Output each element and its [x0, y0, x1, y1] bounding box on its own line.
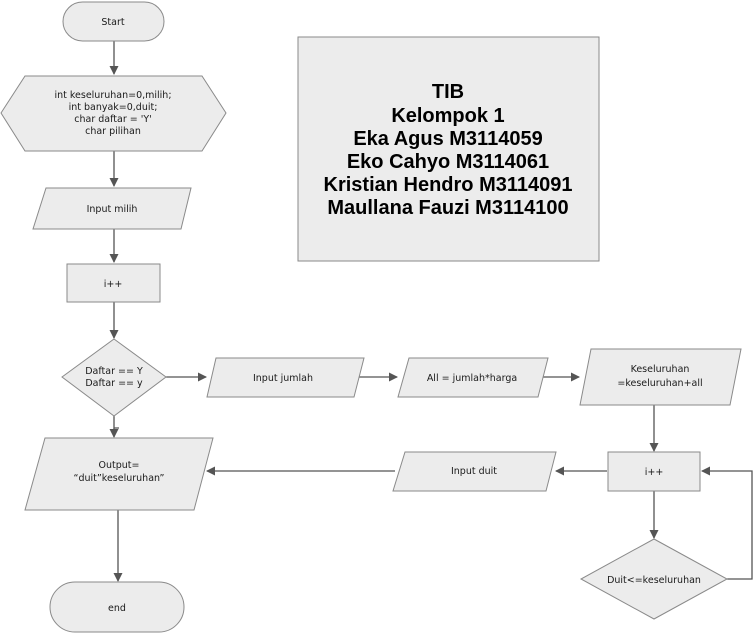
update-total-line-2: =keseluruhan+all — [617, 378, 702, 389]
info-line-1: TIB — [432, 81, 464, 103]
edges — [109, 41, 753, 582]
end-label: end — [108, 603, 126, 614]
update-total-line-1: Keseluruhan — [631, 364, 690, 375]
info-line-5: Kristian Hendro M3114091 — [324, 174, 573, 196]
start-terminal: Start — [62, 1, 165, 42]
init-line-1: int keseluruhan=0,milih; — [54, 90, 171, 101]
update-total-io: Keseluruhan =keseluruhan+all — [579, 348, 742, 406]
edge-decision-output — [113, 416, 119, 429]
init-line-4: char pilihan — [85, 126, 141, 137]
increment-process-2: i++ — [607, 451, 701, 492]
info-line-3: Eka Agus M3114059 — [353, 128, 542, 150]
init-line-3: char daftar = 'Y' — [74, 114, 152, 125]
decision-duit: Duit<=keseluruhan — [579, 538, 729, 620]
input-jumlah-io: Input jumlah — [206, 357, 365, 398]
input-milih-io: Input milih — [32, 187, 192, 230]
increment-2-label: i++ — [645, 467, 664, 478]
decision-daftar-line-1: Daftar == Y — [85, 366, 143, 377]
decision-daftar: Daftar == Y Daftar == y — [61, 338, 167, 417]
output-line-2: “duit”keseluruhan” — [74, 473, 165, 484]
input-jumlah-label: Input jumlah — [253, 373, 313, 384]
increment-process-1: i++ — [66, 263, 161, 303]
calc-all-io: All = jumlah*harga — [397, 357, 549, 398]
calc-all-label: All = jumlah*harga — [427, 373, 517, 384]
decision-daftar-line-2: Daftar == y — [85, 378, 143, 389]
input-milih-label: Input milih — [87, 204, 138, 215]
info-line-4: Eko Cahyo M3114061 — [347, 151, 549, 173]
output-line-1: Output= — [99, 460, 140, 471]
start-label: Start — [101, 17, 124, 28]
input-duit-io: Input duit — [392, 451, 557, 492]
decision-duit-label: Duit<=keseluruhan — [607, 575, 701, 586]
init-line-2: int banyak=0,duit; — [69, 102, 158, 113]
info-line-2: Kelompok 1 — [391, 105, 504, 127]
init-preparation: int keseluruhan=0,milih; int banyak=0,du… — [0, 75, 227, 152]
edge-loop-duit-incr2 — [701, 466, 753, 580]
info-line-6: Maullana Fauzi M3114100 — [327, 197, 568, 219]
output-io: Output= “duit”keseluruhan” — [24, 437, 214, 511]
input-duit-label: Input duit — [451, 466, 497, 477]
increment-1-label: i++ — [104, 279, 123, 290]
end-terminal: end — [49, 581, 185, 633]
group-info-box: TIB Kelompok 1 Eka Agus M3114059 Eko Cah… — [297, 36, 600, 262]
